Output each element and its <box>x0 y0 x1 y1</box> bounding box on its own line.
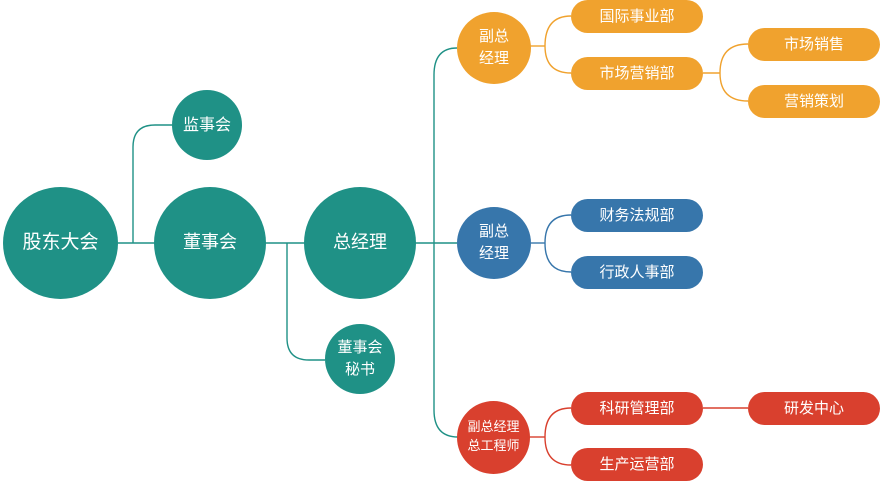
connector-marketing-sales <box>719 43 749 74</box>
node-board-label: 董事会 <box>183 231 237 253</box>
node-board-secretary-line2: 秘书 <box>344 360 375 378</box>
node-international-dept-label: 国际事业部 <box>599 6 675 25</box>
node-production-ops-dept: 生产运营部 <box>571 448 703 481</box>
node-general-manager: 总经理 <box>304 187 416 299</box>
node-board: 董事会 <box>154 187 266 299</box>
node-market-sales: 市场销售 <box>748 28 880 61</box>
connector-board-secretary <box>286 243 325 361</box>
node-supervisors: 监事会 <box>172 90 242 160</box>
node-vp-marketing-line2: 经理 <box>478 49 509 67</box>
node-rd-center: 研发中心 <box>748 392 880 425</box>
connector-vpe-production <box>544 436 572 466</box>
node-international-dept: 国际事业部 <box>571 0 703 33</box>
node-vp-marketing-line1: 副总 <box>478 27 509 46</box>
node-vp-finance: 副总 经理 <box>457 207 531 279</box>
node-marketing-dept-label: 市场营销部 <box>599 63 675 82</box>
connector-shareholders-supervisors <box>132 124 172 243</box>
node-shareholders: 股东大会 <box>3 187 118 299</box>
node-general-manager-label: 总经理 <box>333 231 387 253</box>
node-marketing-planning-label: 营销策划 <box>783 91 844 110</box>
connector-vpm-intl <box>544 15 572 47</box>
connector-gm-vp-engineering <box>433 243 459 438</box>
connector-vpf-finance <box>544 214 572 244</box>
node-admin-hr-dept: 行政人事部 <box>571 256 703 289</box>
node-vp-marketing: 副总 经理 <box>457 12 531 84</box>
connector-vpe-rd <box>544 407 572 438</box>
connector-gm-vp-marketing <box>433 47 458 243</box>
node-board-secretary-line1: 董事会 <box>337 338 383 357</box>
node-production-ops-dept-label: 生产运营部 <box>599 454 675 473</box>
node-board-secretary: 董事会 秘书 <box>325 324 395 394</box>
node-marketing-dept: 市场营销部 <box>571 57 703 90</box>
node-shareholders-label: 股东大会 <box>22 231 99 254</box>
node-vp-engineering-line1: 副总经理 <box>467 419 520 435</box>
node-rd-management-dept: 科研管理部 <box>571 392 703 425</box>
node-vp-engineering: 副总经理 总工程师 <box>457 401 530 474</box>
connector-vpf-admin <box>544 242 572 273</box>
node-market-sales-label: 市场销售 <box>783 34 844 53</box>
node-admin-hr-dept-label: 行政人事部 <box>599 262 675 281</box>
node-supervisors-label: 监事会 <box>182 115 231 135</box>
node-marketing-planning: 营销策划 <box>748 85 880 118</box>
node-rd-management-dept-label: 科研管理部 <box>599 398 675 417</box>
node-vp-finance-line1: 副总 <box>478 222 509 241</box>
node-vp-finance-line2: 经理 <box>478 244 509 262</box>
connector-vpm-marketing <box>544 45 572 74</box>
node-rd-center-label: 研发中心 <box>783 398 844 417</box>
node-finance-legal-dept-label: 财务法规部 <box>599 205 675 224</box>
node-vp-engineering-line2: 总工程师 <box>467 438 520 454</box>
connector-marketing-planning <box>719 72 749 102</box>
node-finance-legal-dept: 财务法规部 <box>571 199 703 232</box>
